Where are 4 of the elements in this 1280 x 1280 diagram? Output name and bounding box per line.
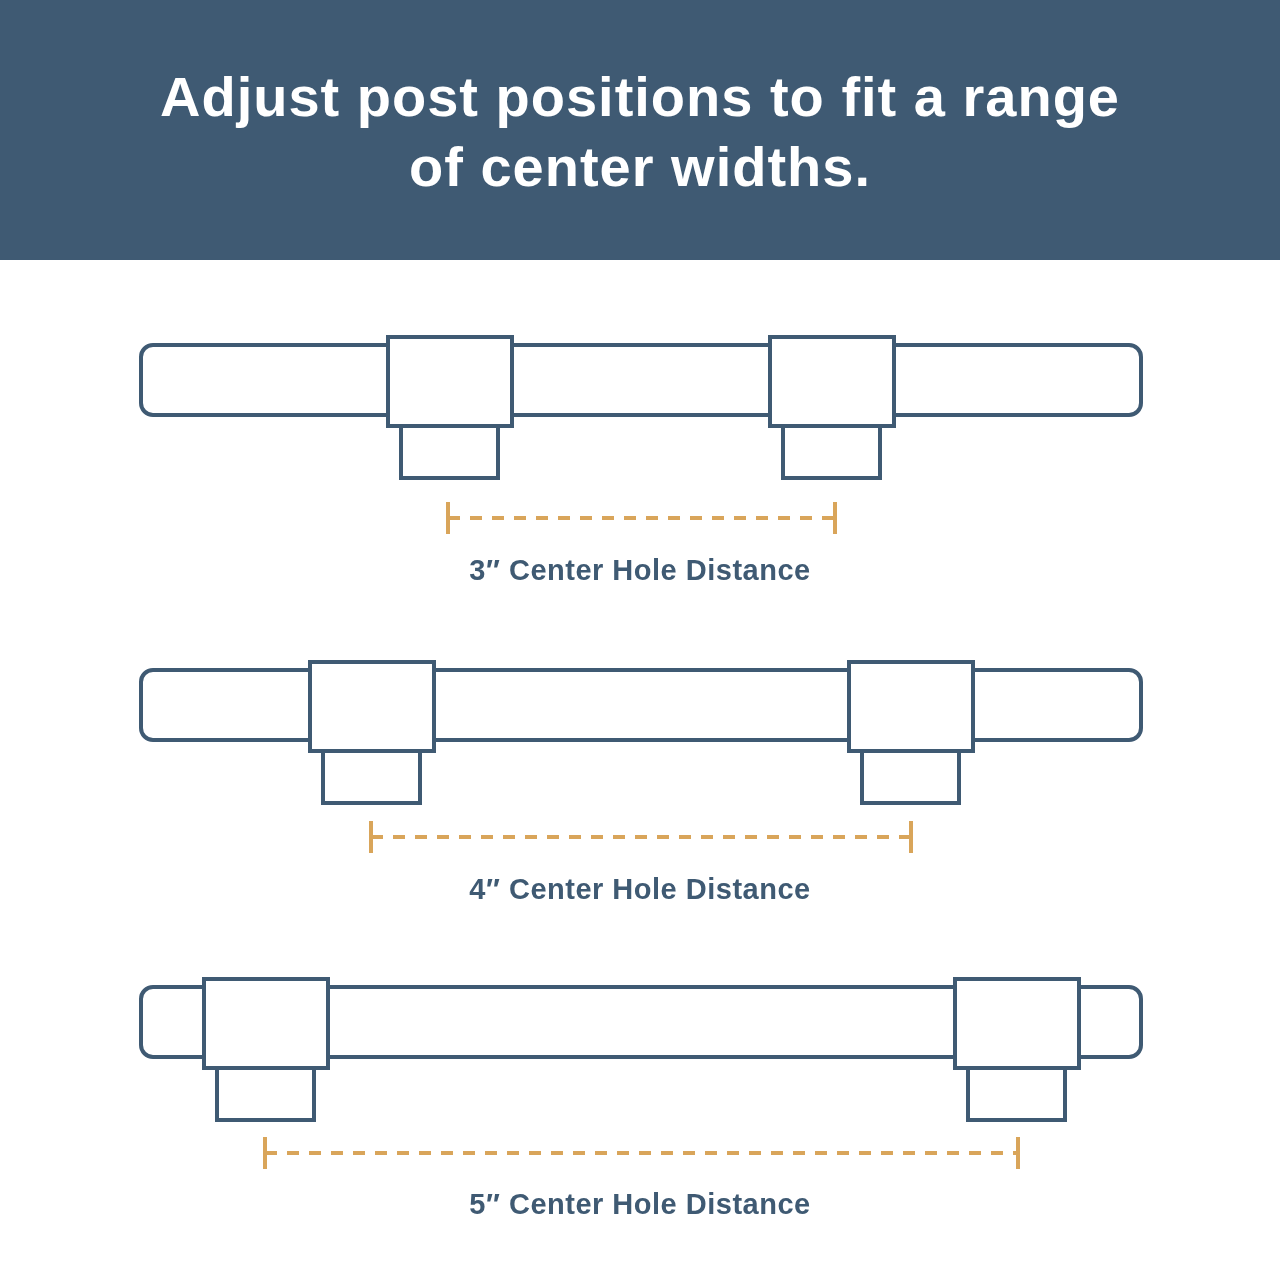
dimension-label: 4″ Center Hole Distance: [468, 872, 812, 907]
dimension-label: 5″ Center Hole Distance: [468, 1187, 812, 1222]
title-heading: Adjust post positions to fit a range of center widths.: [159, 64, 1121, 200]
dimension-label: 3″ Center Hole Distance: [468, 553, 812, 588]
